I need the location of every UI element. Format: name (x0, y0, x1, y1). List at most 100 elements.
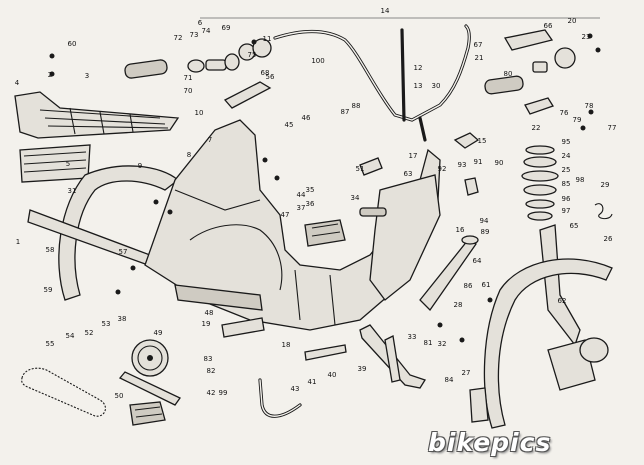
callout-40: 40 (328, 371, 337, 379)
callout-2: 2 (48, 71, 52, 79)
callout-13: 13 (414, 82, 423, 90)
callout-97: 97 (562, 207, 571, 215)
callout-59: 59 (44, 286, 53, 294)
callout-33: 33 (408, 333, 417, 341)
side-panel-strip (419, 239, 477, 312)
pedal-left (129, 401, 166, 426)
callout-7: 7 (208, 136, 212, 144)
callout-52: 52 (85, 329, 94, 337)
callout-99: 99 (219, 389, 228, 397)
small-hardware (115, 33, 613, 423)
cable-inner (259, 379, 301, 417)
callout-43: 43 (291, 385, 300, 393)
callout-1: 1 (16, 238, 20, 246)
callout-15: 15 (478, 137, 487, 145)
callout-19: 19 (202, 320, 211, 328)
callout-55: 55 (46, 340, 55, 348)
main-frame (144, 119, 441, 331)
center-stand (359, 324, 426, 389)
callout-78: 78 (585, 102, 594, 110)
callout-66: 66 (544, 22, 553, 30)
callout-20: 20 (568, 17, 577, 25)
callout-85: 85 (562, 180, 571, 188)
callout-58: 58 (46, 246, 55, 254)
callout-68: 68 (261, 69, 270, 77)
basket (19, 144, 91, 183)
callout-64: 64 (473, 257, 482, 265)
callout-31: 31 (68, 187, 77, 195)
callout-35: 35 (306, 186, 315, 194)
callout-83: 83 (204, 355, 213, 363)
callout-87: 87 (341, 108, 350, 116)
swingarm (27, 209, 151, 266)
callout-29: 29 (601, 181, 610, 189)
callout-70: 70 (184, 87, 193, 95)
callout-80: 80 (504, 70, 513, 78)
callout-79: 79 (573, 116, 582, 124)
callout-47: 47 (281, 211, 290, 219)
bikepics-watermark: bikepics (428, 428, 552, 457)
callout-41: 41 (308, 378, 317, 386)
callout-72: 72 (174, 34, 183, 42)
callout-37: 37 (297, 204, 306, 212)
callout-27: 27 (462, 369, 471, 377)
callout-65: 65 (570, 222, 579, 230)
callout-56: 56 (266, 73, 275, 81)
callout-92: 92 (438, 165, 447, 173)
callout-28: 28 (454, 301, 463, 309)
callout-63: 63 (404, 170, 413, 178)
callout-75: 75 (248, 51, 257, 59)
callout-11: 11 (263, 35, 272, 43)
callout-4: 4 (15, 79, 20, 87)
callout-89: 89 (481, 228, 490, 236)
callout-44: 44 (297, 191, 306, 199)
callout-25: 25 (562, 166, 571, 174)
callout-69: 69 (222, 24, 231, 32)
left-grip-assembly (124, 38, 272, 109)
callout-14: 14 (381, 7, 390, 15)
callout-39: 39 (358, 365, 367, 373)
callout-62: 62 (558, 297, 567, 305)
callout-98: 98 (576, 176, 585, 184)
callout-49: 49 (154, 329, 163, 337)
callout-34: 34 (351, 194, 360, 202)
callout-71: 71 (184, 74, 193, 82)
callout-86: 86 (464, 282, 473, 290)
callout-16: 16 (456, 226, 465, 234)
callout-76: 76 (560, 109, 569, 117)
front-fork (539, 224, 609, 391)
callout-36: 36 (306, 200, 315, 208)
callout-73: 73 (190, 31, 199, 39)
callout-26: 26 (604, 235, 613, 243)
callout-30: 30 (432, 82, 441, 90)
crank-arm (118, 371, 181, 406)
callout-3: 3 (85, 72, 89, 80)
callout-77: 77 (608, 124, 617, 132)
rear-mudguard (58, 165, 180, 301)
right-grip-assembly (484, 29, 576, 115)
callout-84: 84 (445, 376, 454, 384)
callout-81: 81 (424, 339, 433, 347)
callout-12: 12 (414, 64, 423, 72)
callout-54: 54 (66, 332, 75, 340)
callout-23: 23 (582, 33, 591, 41)
callout-96: 96 (562, 195, 571, 203)
callout-6: 6 (198, 19, 203, 27)
callout-57: 57 (119, 248, 128, 256)
callout-100: 100 (311, 57, 324, 65)
callout-17: 17 (409, 152, 418, 160)
callout-82: 82 (207, 367, 216, 375)
callout-53: 53 (102, 320, 111, 328)
footrest-block (304, 219, 346, 247)
chain (21, 367, 106, 417)
spring (304, 344, 347, 361)
callout-61: 61 (482, 281, 491, 289)
callout-48: 48 (205, 309, 214, 317)
callout-95: 95 (562, 138, 571, 146)
callout-51: 51 (356, 165, 365, 173)
callout-24: 24 (562, 152, 571, 160)
callout-88: 88 (352, 102, 361, 110)
callout-5: 5 (66, 160, 70, 168)
